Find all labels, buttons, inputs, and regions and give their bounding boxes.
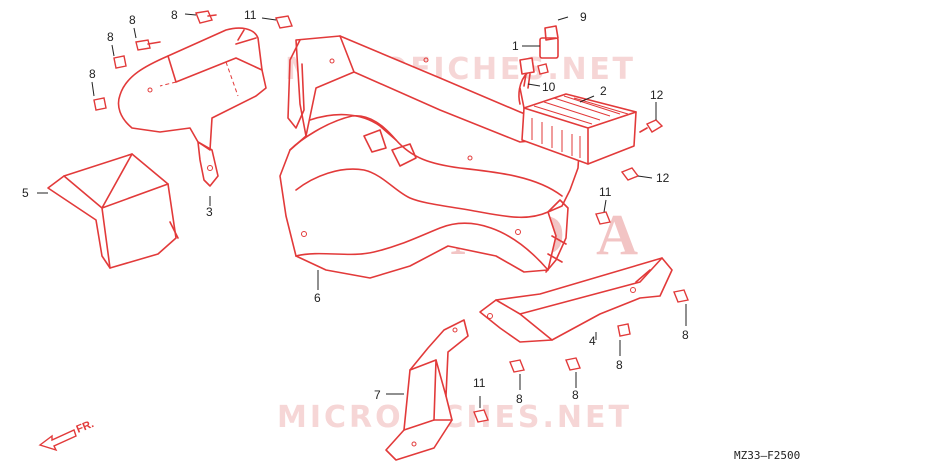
watermark-bottom: MICROFICHES.NET (277, 400, 630, 435)
part-4-bracket (479, 257, 673, 343)
callout-8: 8 (107, 30, 114, 44)
diagram-code: MZ33—F2500 (734, 449, 800, 462)
callout-8: 8 (129, 13, 136, 27)
callout-11: 11 (599, 185, 612, 199)
leader-lines (37, 13, 687, 408)
part-7-stay (385, 319, 469, 461)
callout-8: 8 (171, 8, 178, 22)
bolt-icon (93, 10, 689, 423)
part-3-cover (117, 27, 267, 187)
callout-8: 8 (89, 67, 96, 81)
callout-12: 12 (650, 88, 664, 102)
front-direction-arrow-icon: FR. (38, 418, 96, 452)
callout-8: 8 (516, 392, 523, 406)
callout-12: 12 (656, 171, 670, 185)
callout-5: 5 (22, 186, 29, 200)
callout-11: 11 (244, 8, 257, 22)
callout-10: 10 (542, 80, 556, 94)
callout-4: 4 (589, 334, 596, 348)
callout-6: 6 (314, 291, 321, 305)
callout-8: 8 (572, 388, 579, 402)
part-1-connector-bracket (519, 25, 559, 89)
callout-3: 3 (206, 205, 213, 219)
callout-8: 8 (616, 358, 623, 372)
callout-2: 2 (600, 84, 607, 98)
callout-1: 1 (512, 39, 519, 53)
front-direction-label: FR. (75, 418, 96, 436)
part-5-cover (47, 153, 179, 269)
callout-11: 11 (473, 376, 486, 390)
callout-8: 8 (682, 328, 689, 342)
callout-7: 7 (374, 388, 381, 402)
callout-9: 9 (580, 10, 587, 24)
part-2-regulator (518, 71, 637, 165)
